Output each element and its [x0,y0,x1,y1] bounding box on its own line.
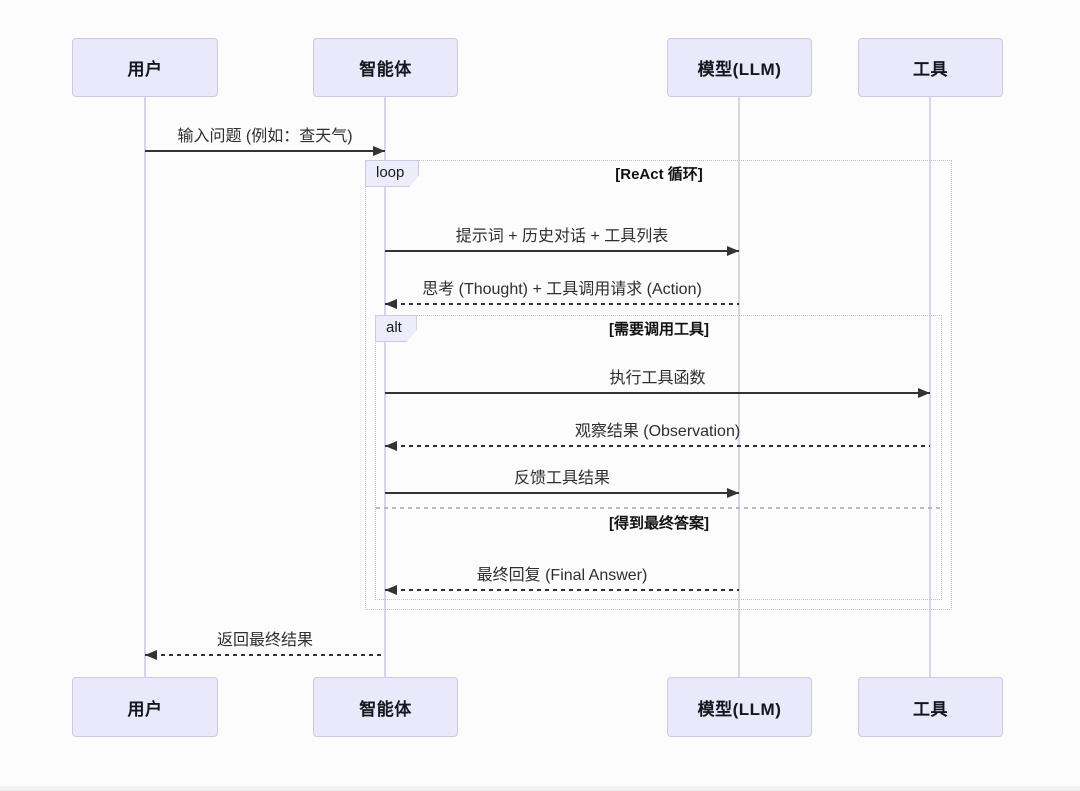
message-label: 最终回复 (Final Answer) [476,567,648,584]
message-label: 执行工具函数 [609,370,706,387]
actor-user-top: 用户 [72,38,218,97]
message-line [385,392,930,394]
message-observation: 观察结果 (Observation) [385,417,930,453]
actor-tool-bottom: 工具 [858,677,1003,737]
message-label: 提示词 + 历史对话 + 工具列表 [455,228,669,245]
actor-label: 工具 [913,60,948,79]
message-label: 思考 (Thought) + 工具调用请求 (Action) [422,281,702,298]
arrowhead-icon [385,584,397,595]
message-label: 返回最终结果 [216,632,313,649]
message-line [145,654,385,656]
arrowhead-icon [918,387,930,398]
actor-label: 模型(LLM) [697,60,782,79]
message-line [145,150,385,152]
actor-label: 模型(LLM) [697,699,782,719]
page-bottom-edge [0,786,1080,791]
message-final-answer: 最终回复 (Final Answer) [385,561,739,597]
loop-frame-condition: [ReAct 循环] [615,166,703,183]
actor-model-bottom: 模型(LLM) [667,677,812,737]
actor-agent-top: 智能体 [313,38,458,97]
arrowhead-icon [385,298,397,309]
arrowhead-icon [373,145,385,156]
loop-frame [365,160,952,610]
alt-frame-operator: alt [375,315,417,342]
alt-frame [375,315,942,600]
actor-agent-bottom: 智能体 [313,677,458,737]
lifeline-tool [929,97,931,677]
lifeline-user [144,97,146,677]
message-input-question: 输入问题 (例如：查天气) [145,122,385,158]
message-line [385,250,739,252]
message-label: 观察结果 (Observation) [574,423,741,440]
actor-label: 工具 [913,699,948,719]
arrowhead-icon [385,440,397,451]
loop-frame-operator: loop [365,160,419,187]
message-feedback-tool-result: 反馈工具结果 [385,464,739,500]
lifeline-model [738,97,740,677]
message-line [385,445,930,447]
message-label: 输入问题 (例如：查天气) [177,128,353,145]
alt-else-divider [376,507,941,509]
lifeline-agent [384,97,386,677]
arrowhead-icon [727,487,739,498]
alt-frame-condition: [需要调用工具] [609,321,709,338]
actor-label: 用户 [127,60,163,79]
actor-label: 用户 [127,699,163,719]
message-line [385,492,739,494]
actor-label: 智能体 [359,699,412,719]
message-label: 反馈工具结果 [513,470,610,487]
actor-label: 智能体 [359,60,412,79]
actor-user-bottom: 用户 [72,677,218,737]
message-line [385,589,739,591]
arrowhead-icon [727,245,739,256]
message-thought-action: 思考 (Thought) + 工具调用请求 (Action) [385,275,739,311]
message-prompt-history-tools: 提示词 + 历史对话 + 工具列表 [385,222,739,258]
message-execute-tool: 执行工具函数 [385,364,930,400]
arrowhead-icon [145,649,157,660]
alt-else-condition: [得到最终答案] [609,515,709,532]
actor-tool-top: 工具 [858,38,1003,97]
actor-model-top: 模型(LLM) [667,38,812,97]
message-line [385,303,739,305]
message-return-final-result: 返回最终结果 [145,626,385,662]
